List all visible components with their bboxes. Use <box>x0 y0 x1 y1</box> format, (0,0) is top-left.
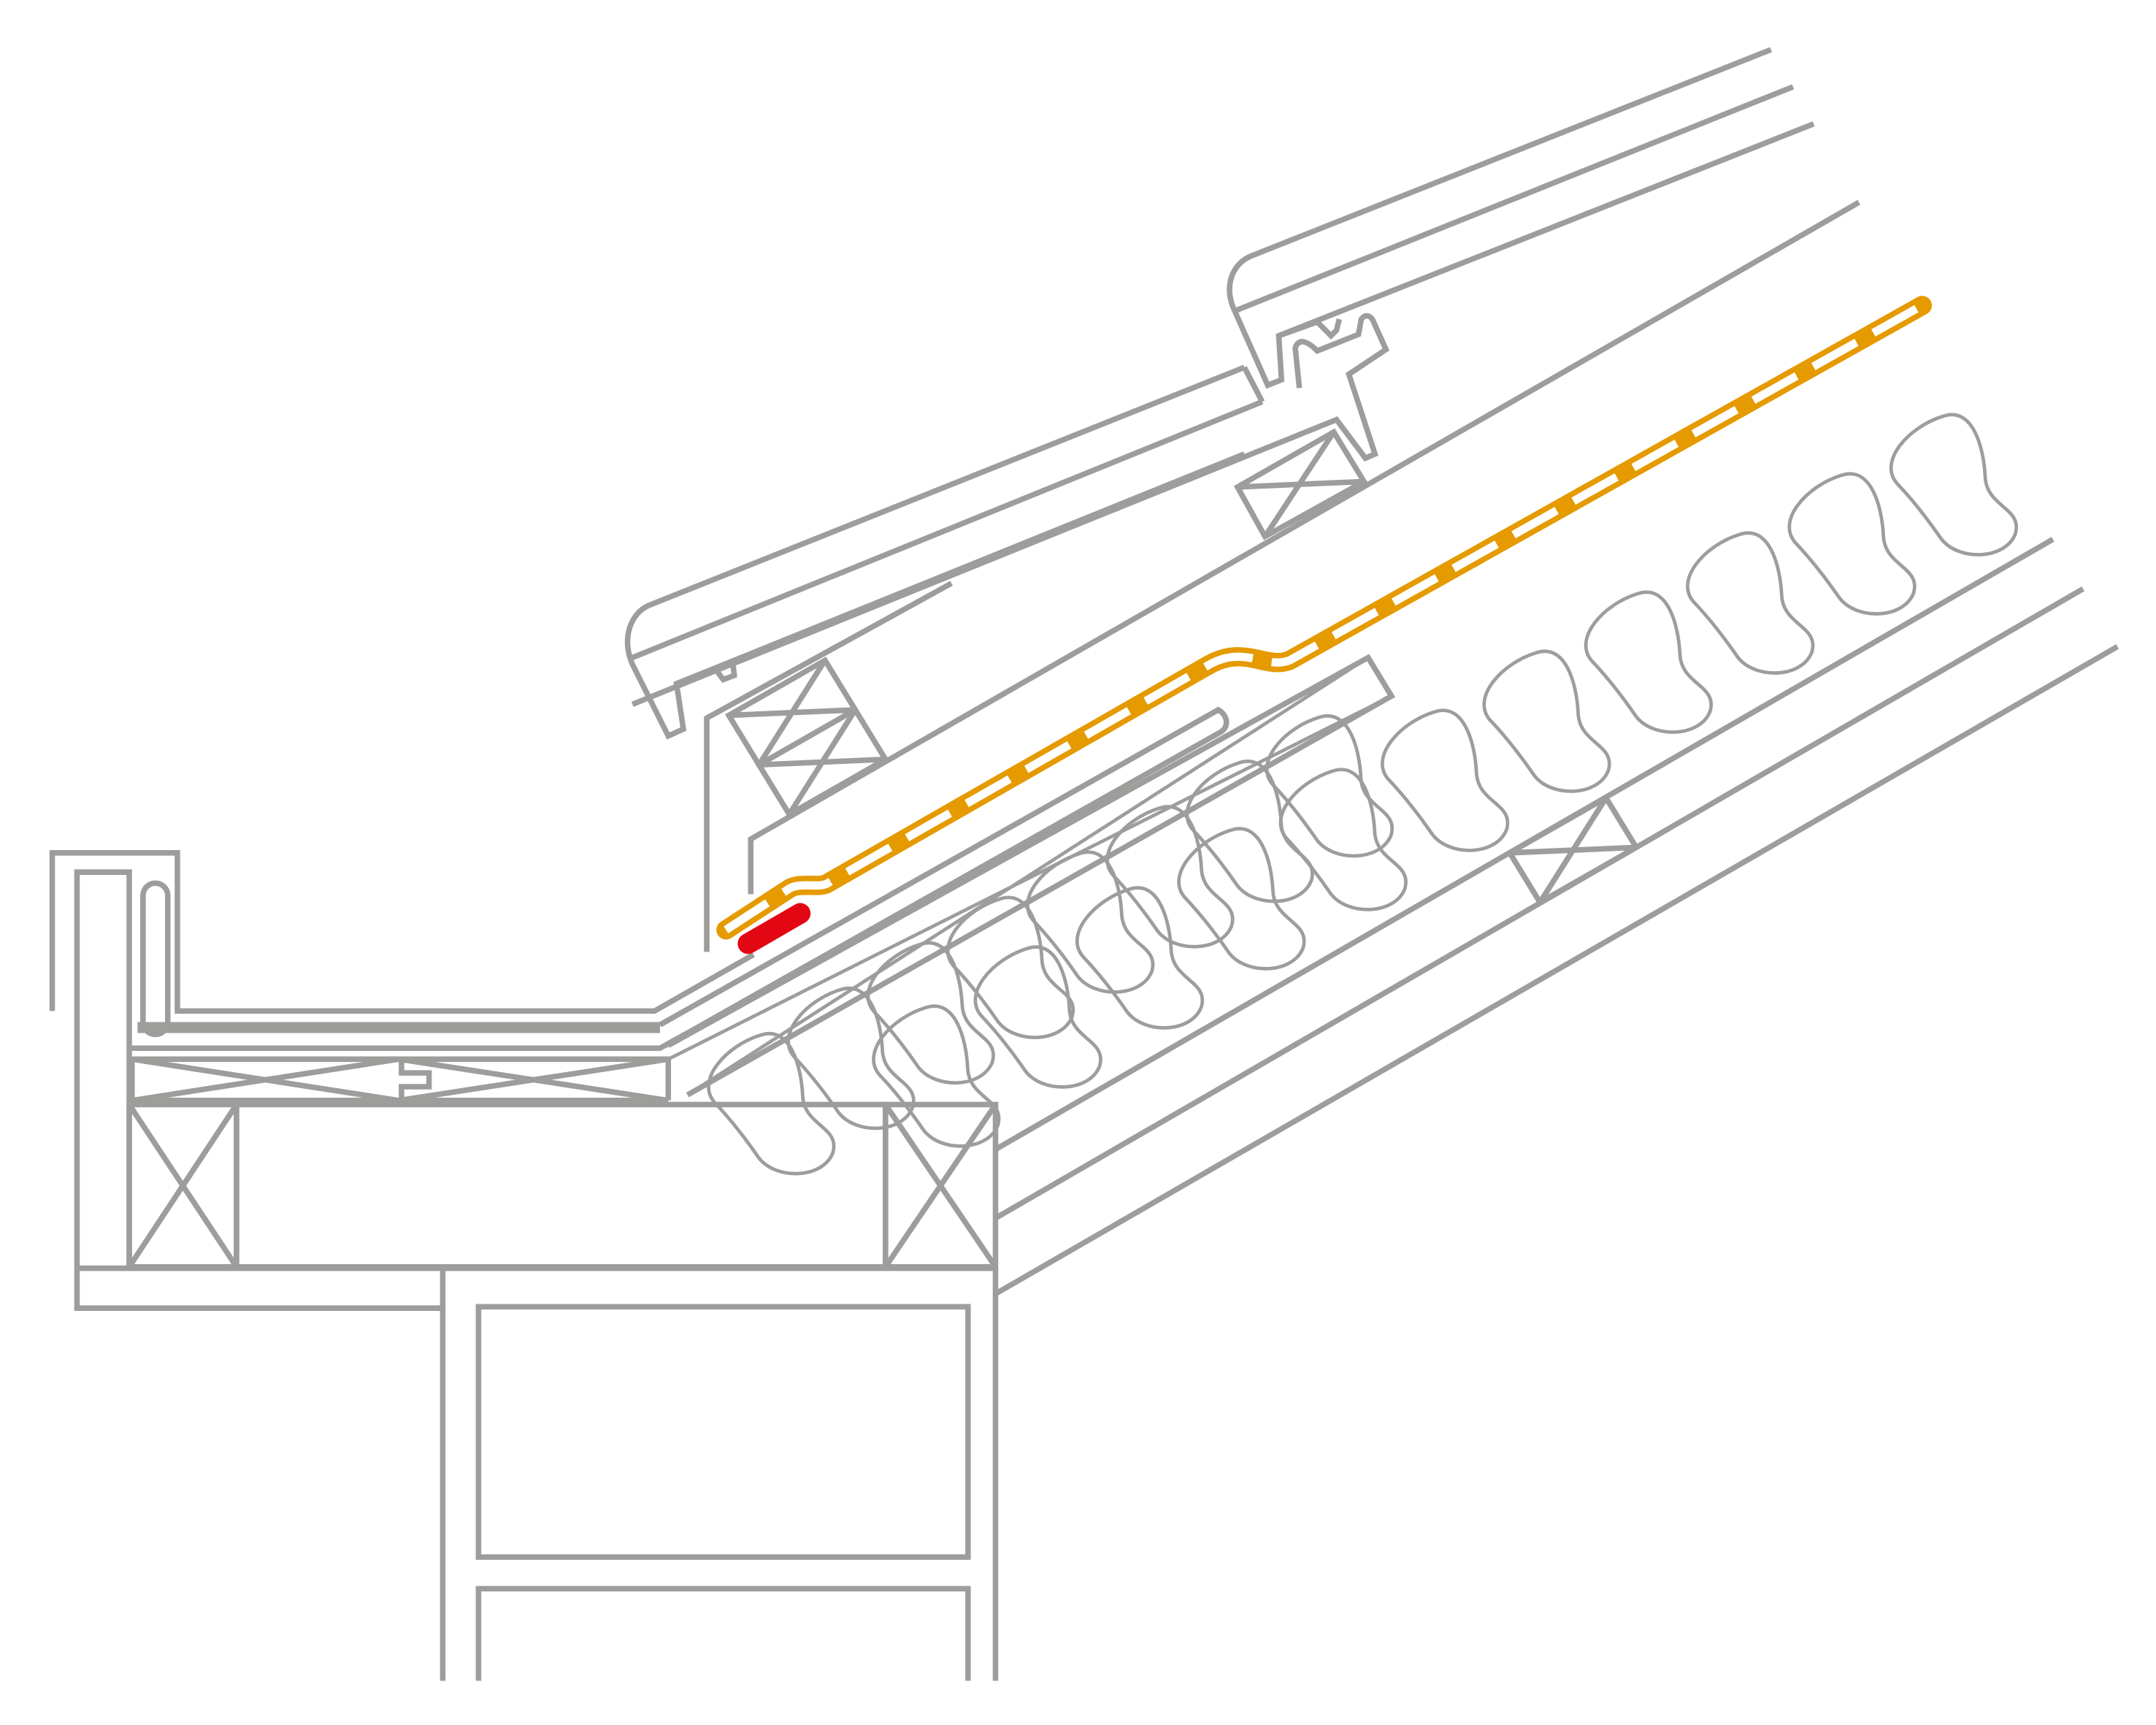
soffit-fill <box>137 1022 660 1033</box>
insulation-blob-upper <box>1482 649 1611 793</box>
wall-structure <box>74 869 999 1681</box>
insulation-blob-lower <box>1185 760 1314 903</box>
wall-base <box>74 1265 999 1681</box>
insulation-blob-lower <box>1265 714 1395 858</box>
upper-tile-nib <box>631 313 1390 707</box>
upper-tile <box>1227 47 1815 389</box>
batten-upper <box>1233 428 1368 540</box>
sheathing-hatch <box>667 656 1392 1097</box>
insulation-blob-upper <box>1584 590 1714 734</box>
eave-board <box>704 581 954 952</box>
lower-tile-nib <box>675 662 737 686</box>
rafter-bottom-line <box>995 586 2085 1220</box>
ceiling-line <box>995 644 2119 1296</box>
window-sash <box>475 1586 971 1681</box>
rafter-top-line <box>995 537 2055 1151</box>
lower-tile <box>624 364 1265 740</box>
insulation <box>707 413 2019 1176</box>
insulation-blob-upper <box>1889 413 2019 556</box>
sheathing-board <box>667 654 1396 1098</box>
insulation-blob-lower <box>945 895 1075 1039</box>
insulation-blob-lower <box>707 1032 836 1176</box>
insulation-blob-upper <box>1177 827 1306 971</box>
vent-strip <box>140 880 171 1038</box>
insulation-blob-upper <box>1381 708 1510 852</box>
wall-plate-left-cross <box>126 1103 239 1269</box>
seal-tape <box>737 903 811 955</box>
gutter-strip <box>659 706 1229 1048</box>
wall-plate-right-cross <box>883 1103 998 1269</box>
insulation-blob-lower <box>1026 850 1155 994</box>
membrane-dashes <box>724 302 1925 934</box>
wall-beam <box>234 1101 889 1270</box>
insulation-blob-lower <box>1105 805 1235 949</box>
counter-batten-line <box>748 199 1861 895</box>
roof-tiles <box>624 47 1815 740</box>
window-frame <box>475 1304 971 1560</box>
lower-tile-underside <box>631 399 1264 660</box>
upper-tile-underside <box>1233 84 1795 314</box>
soffit-board <box>129 1056 669 1104</box>
underlay-membrane <box>716 296 1933 955</box>
insulation-blob-upper <box>1686 531 1815 675</box>
insulation-blob-lower <box>866 941 995 1085</box>
membrane-orange <box>716 296 1933 940</box>
insulation-blob-lower <box>786 986 916 1131</box>
batten-eave-1 <box>724 657 859 769</box>
gutter-board <box>49 850 755 1014</box>
fascia-board <box>74 869 132 1269</box>
insulation-blob-upper <box>1075 886 1205 1030</box>
insulation-blob-upper <box>1787 472 1917 616</box>
insulation-blob-upper <box>973 945 1102 1089</box>
